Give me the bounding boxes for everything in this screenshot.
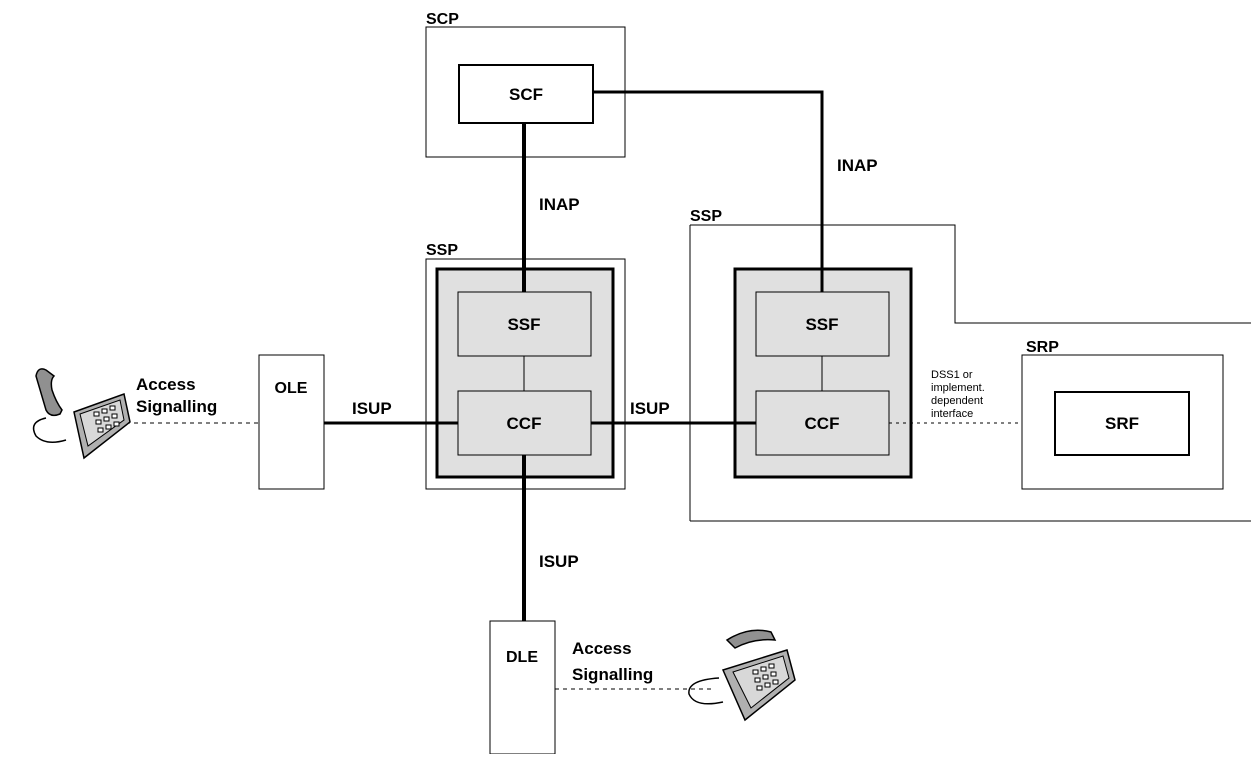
ole-label: OLE bbox=[275, 380, 308, 397]
telephone-icon bbox=[688, 629, 796, 722]
access-bottom-label-1: Access bbox=[572, 639, 632, 658]
ssf-right-label: SSF bbox=[805, 315, 838, 334]
ssp-left-label: SSP bbox=[426, 242, 458, 259]
isup-down-label: ISUP bbox=[539, 552, 579, 571]
srf-label: SRF bbox=[1105, 414, 1139, 433]
srp-container bbox=[1021, 354, 1224, 490]
dss1-label-4: interface bbox=[931, 408, 973, 420]
access-left-label-1: Access bbox=[136, 375, 196, 394]
inap-right-label: INAP bbox=[837, 156, 878, 175]
isup-ole-label: ISUP bbox=[352, 399, 392, 418]
isup-between-label: ISUP bbox=[630, 399, 670, 418]
ssf-left-box bbox=[457, 291, 592, 357]
dss1-label-3: dependent bbox=[931, 395, 983, 407]
ccf-left-box bbox=[457, 390, 592, 456]
ccf-left-label: CCF bbox=[507, 414, 542, 433]
dle-box bbox=[489, 620, 556, 755]
srp-label: SRP bbox=[1026, 339, 1059, 356]
ssf-right-box bbox=[755, 291, 890, 357]
ccf-right-label: CCF bbox=[805, 414, 840, 433]
scf-label: SCF bbox=[509, 85, 543, 104]
dss1-label-1: DSS1 or bbox=[931, 369, 973, 381]
ccf-right-box bbox=[755, 390, 890, 456]
dss1-label-2: implement. bbox=[931, 382, 985, 394]
scp-label: SCP bbox=[426, 11, 459, 28]
inap-right-line bbox=[593, 90, 824, 292]
srf-box bbox=[1054, 391, 1190, 456]
dle-label: DLE bbox=[506, 649, 538, 666]
inap-left-label: INAP bbox=[539, 195, 580, 214]
telephone-icon bbox=[32, 368, 131, 460]
ssf-left-label: SSF bbox=[507, 315, 540, 334]
access-left-label-2: Signalling bbox=[136, 397, 217, 416]
ole-box bbox=[258, 354, 325, 490]
access-bottom-label-2: Signalling bbox=[572, 665, 653, 684]
ssp-right-label: SSP bbox=[690, 208, 722, 225]
